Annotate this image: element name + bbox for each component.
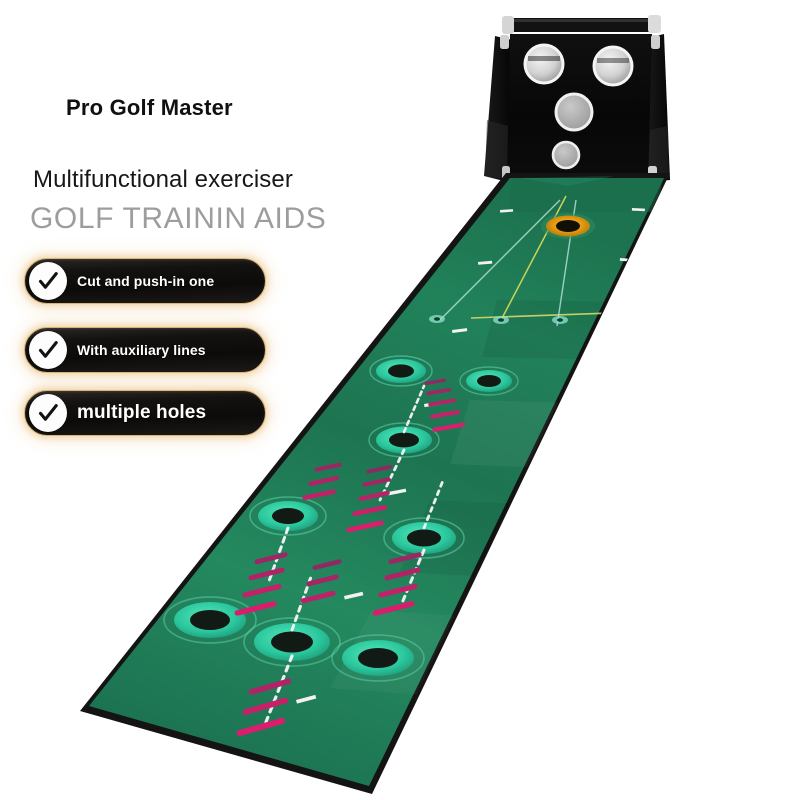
distance-markers-group-5 [372, 552, 422, 616]
feature-badge-label: With auxiliary lines [77, 342, 206, 358]
practice-hole-d-center [243, 617, 341, 667]
frame-clip-mid-left [500, 35, 509, 49]
subtitle: Multifunctional exerciser [33, 166, 293, 193]
practice-hole-d-right [331, 634, 425, 682]
net-target-hole-upper-left [523, 43, 565, 85]
practice-hole-c-right [383, 517, 465, 559]
feature-badge-label: Cut and push-in one [77, 273, 215, 289]
practice-hole-b-center [368, 422, 440, 458]
guide-line-left-cyan [439, 199, 561, 321]
frame-clip-top-right [648, 15, 661, 33]
practice-hole-d-left [163, 596, 257, 644]
check-icon [29, 394, 67, 432]
frame-clip-top-left [502, 16, 514, 34]
feature-badge-cut-and-push-in-one: Cut and push-in one [24, 258, 266, 304]
guide-fan-shade [520, 176, 614, 186]
check-icon [29, 331, 67, 369]
feature-badge-label: multiple holes [77, 402, 207, 423]
practice-hole-a-left [369, 355, 433, 387]
frame-clip-mid-right [651, 35, 660, 49]
mat-band-1 [508, 178, 663, 212]
net-target-hole-upper-right [592, 45, 634, 87]
tagline: GOLF TRAININ AIDS [30, 202, 327, 235]
distance-markers-group-4 [234, 552, 288, 616]
net-target-hole-lower [551, 140, 581, 170]
distance-markers-group-6 [300, 559, 342, 604]
mat-divider-markers [429, 315, 568, 324]
distance-markers-group-1 [424, 378, 465, 432]
practice-hole-a-right [459, 366, 519, 396]
feature-badge-with-auxiliary-lines: With auxiliary lines [24, 327, 266, 373]
check-icon [29, 262, 67, 300]
page-title: Pro Golf Master [66, 95, 233, 120]
distance-markers-group-3 [302, 462, 342, 501]
net-left-wing-mesh [485, 120, 508, 180]
practice-hole-c-left [249, 496, 327, 536]
gold-target-hole [541, 213, 595, 239]
mat-band-2 [482, 300, 640, 360]
distance-markers-group-7 [236, 678, 292, 737]
feature-badge-multiple-holes: multiple holes [24, 390, 266, 436]
net-target-hole-middle [554, 92, 594, 132]
net-top-bar-highlight [512, 19, 650, 22]
distance-markers-group-2 [346, 464, 392, 533]
